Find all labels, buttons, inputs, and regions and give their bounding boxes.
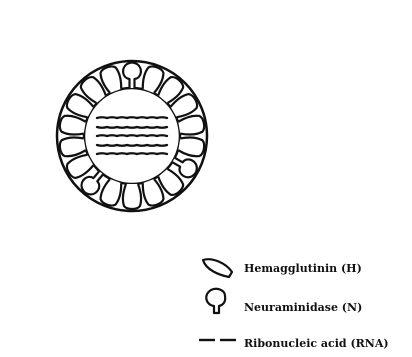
hemagglutinin-spike	[59, 135, 87, 157]
hemagglutinin-icon	[203, 259, 232, 277]
legend	[199, 259, 236, 340]
rna-strand	[97, 153, 167, 154]
rna-strand	[97, 117, 167, 118]
neuraminidase-spike	[123, 63, 141, 89]
hemagglutinin-label: Hemagglutinin (H)	[244, 262, 362, 275]
hemagglutinin-spike	[178, 114, 206, 136]
rna-strands	[97, 117, 167, 154]
virus-particle	[57, 61, 207, 211]
neuraminidase-icon	[206, 289, 225, 313]
rna-strand	[97, 135, 167, 136]
hemagglutinin-spike	[123, 184, 141, 209]
hemagglutinin-spike	[59, 114, 87, 136]
rna-strand	[97, 145, 167, 146]
rna-strand	[97, 127, 167, 128]
rna-label: Ribonucleic acid (RNA)	[244, 337, 389, 350]
neuraminidase-label: Neuraminidase (N)	[244, 301, 362, 314]
hemagglutinin-spike	[178, 135, 206, 157]
